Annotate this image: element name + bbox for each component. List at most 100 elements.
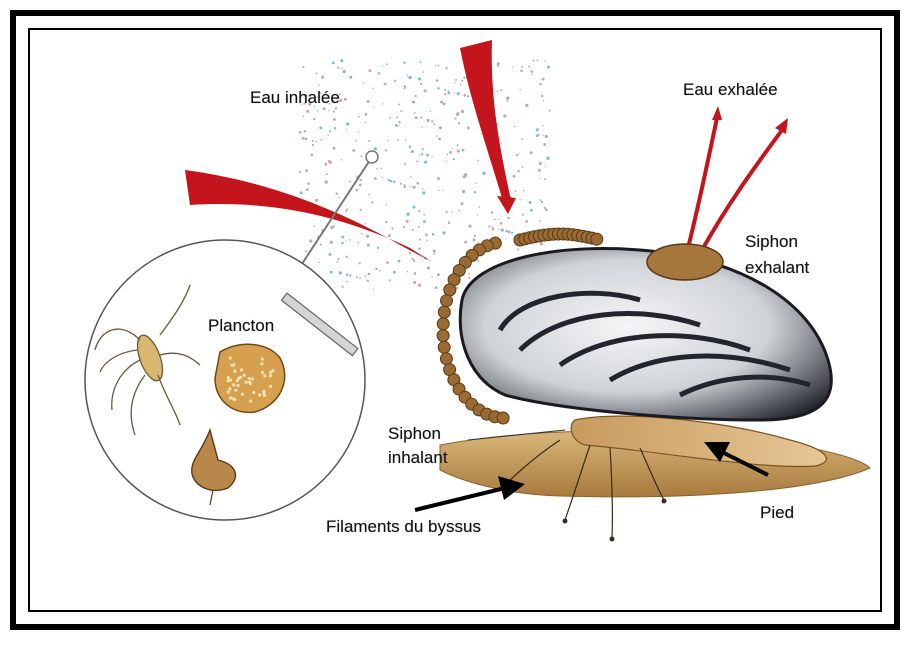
water-particle (546, 157, 549, 160)
water-particle (516, 154, 518, 156)
water-particle (431, 276, 432, 277)
water-particle (299, 131, 302, 134)
water-particle (437, 87, 440, 90)
water-particle (523, 190, 524, 191)
water-particle (300, 191, 303, 194)
water-particle (491, 211, 493, 213)
water-particle (373, 289, 374, 290)
water-particle (315, 72, 317, 74)
water-particle (368, 140, 370, 142)
water-particle (359, 184, 362, 187)
dinoflagellate-texture-dot (251, 377, 254, 380)
water-particle (306, 188, 309, 191)
dinoflagellate-texture-dot (232, 397, 235, 400)
water-particle (361, 155, 363, 157)
water-particle (423, 214, 425, 216)
water-particle (438, 65, 440, 67)
water-particle (536, 128, 539, 131)
water-particle (403, 226, 405, 228)
water-particle (336, 261, 337, 262)
water-particle (424, 161, 427, 164)
water-particle (482, 172, 485, 175)
water-particle (481, 133, 482, 134)
water-particle (412, 100, 415, 103)
water-particle (344, 98, 347, 101)
water-particle (517, 170, 520, 173)
water-particle (435, 286, 438, 289)
water-particle (320, 244, 322, 246)
water-particle (497, 91, 499, 93)
water-particle (423, 220, 426, 223)
water-particle (360, 209, 362, 211)
water-particle (395, 124, 398, 127)
water-particle (437, 177, 440, 180)
water-particle (461, 110, 464, 113)
water-particle (519, 89, 520, 90)
water-particle (372, 88, 373, 89)
water-particle (511, 231, 513, 233)
water-particle (415, 95, 417, 97)
water-particle (414, 272, 417, 275)
water-particle (427, 266, 430, 269)
water-particle (306, 110, 309, 113)
water-particle (318, 84, 320, 86)
water-particle (367, 100, 370, 103)
water-particle (437, 273, 440, 276)
water-particle (424, 89, 427, 92)
water-particle (325, 180, 328, 183)
water-particle (398, 121, 401, 124)
water-particle (365, 113, 368, 116)
water-particle (505, 230, 507, 232)
water-particle (309, 239, 312, 242)
water-particle (433, 250, 436, 253)
water-particle (346, 122, 349, 125)
water-particle (498, 229, 499, 230)
water-particle (359, 179, 361, 181)
dinoflagellate-texture-dot (260, 362, 263, 365)
water-particle (445, 211, 447, 213)
water-particle (409, 146, 411, 148)
water-particle (386, 261, 389, 264)
water-particle (525, 220, 528, 223)
water-particle (312, 140, 314, 142)
water-particle (368, 69, 371, 72)
water-particle (346, 256, 348, 258)
water-particle (457, 92, 460, 95)
water-particle (349, 274, 352, 277)
water-particle (341, 236, 344, 239)
dinoflagellate-texture-dot (241, 393, 244, 396)
dinoflagellate-texture-dot (252, 391, 255, 394)
water-particle (467, 127, 470, 130)
water-particle (539, 178, 540, 179)
dinoflagellate-texture-dot (243, 374, 246, 377)
water-particle (349, 239, 351, 241)
water-particle (358, 132, 359, 133)
water-particle (543, 143, 546, 146)
water-particle (514, 245, 515, 246)
water-particle (411, 150, 414, 153)
water-particle (463, 94, 466, 97)
water-particle (400, 183, 402, 185)
dinoflagellate-texture-dot (258, 393, 261, 396)
water-particle (474, 191, 477, 194)
water-particle (394, 80, 396, 82)
dinoflagellate-texture-dot (229, 396, 232, 399)
water-particle (539, 220, 541, 222)
water-particle (346, 281, 348, 283)
water-particle (382, 103, 383, 104)
water-particle (420, 117, 422, 119)
water-particle (413, 186, 416, 189)
water-particle (334, 127, 337, 130)
water-particle (462, 190, 465, 193)
water-particle (319, 126, 322, 129)
water-particle (330, 271, 333, 274)
water-particle (438, 137, 441, 140)
water-particle (513, 175, 516, 178)
dinoflagellate-texture-dot (245, 381, 248, 384)
water-particle (329, 130, 331, 132)
water-particle (442, 190, 443, 191)
dinoflagellate-texture-dot (261, 358, 264, 361)
mantle-fringe-bump (438, 306, 450, 318)
water-particle (419, 239, 421, 241)
dinoflagellate-texture-dot (229, 357, 232, 360)
